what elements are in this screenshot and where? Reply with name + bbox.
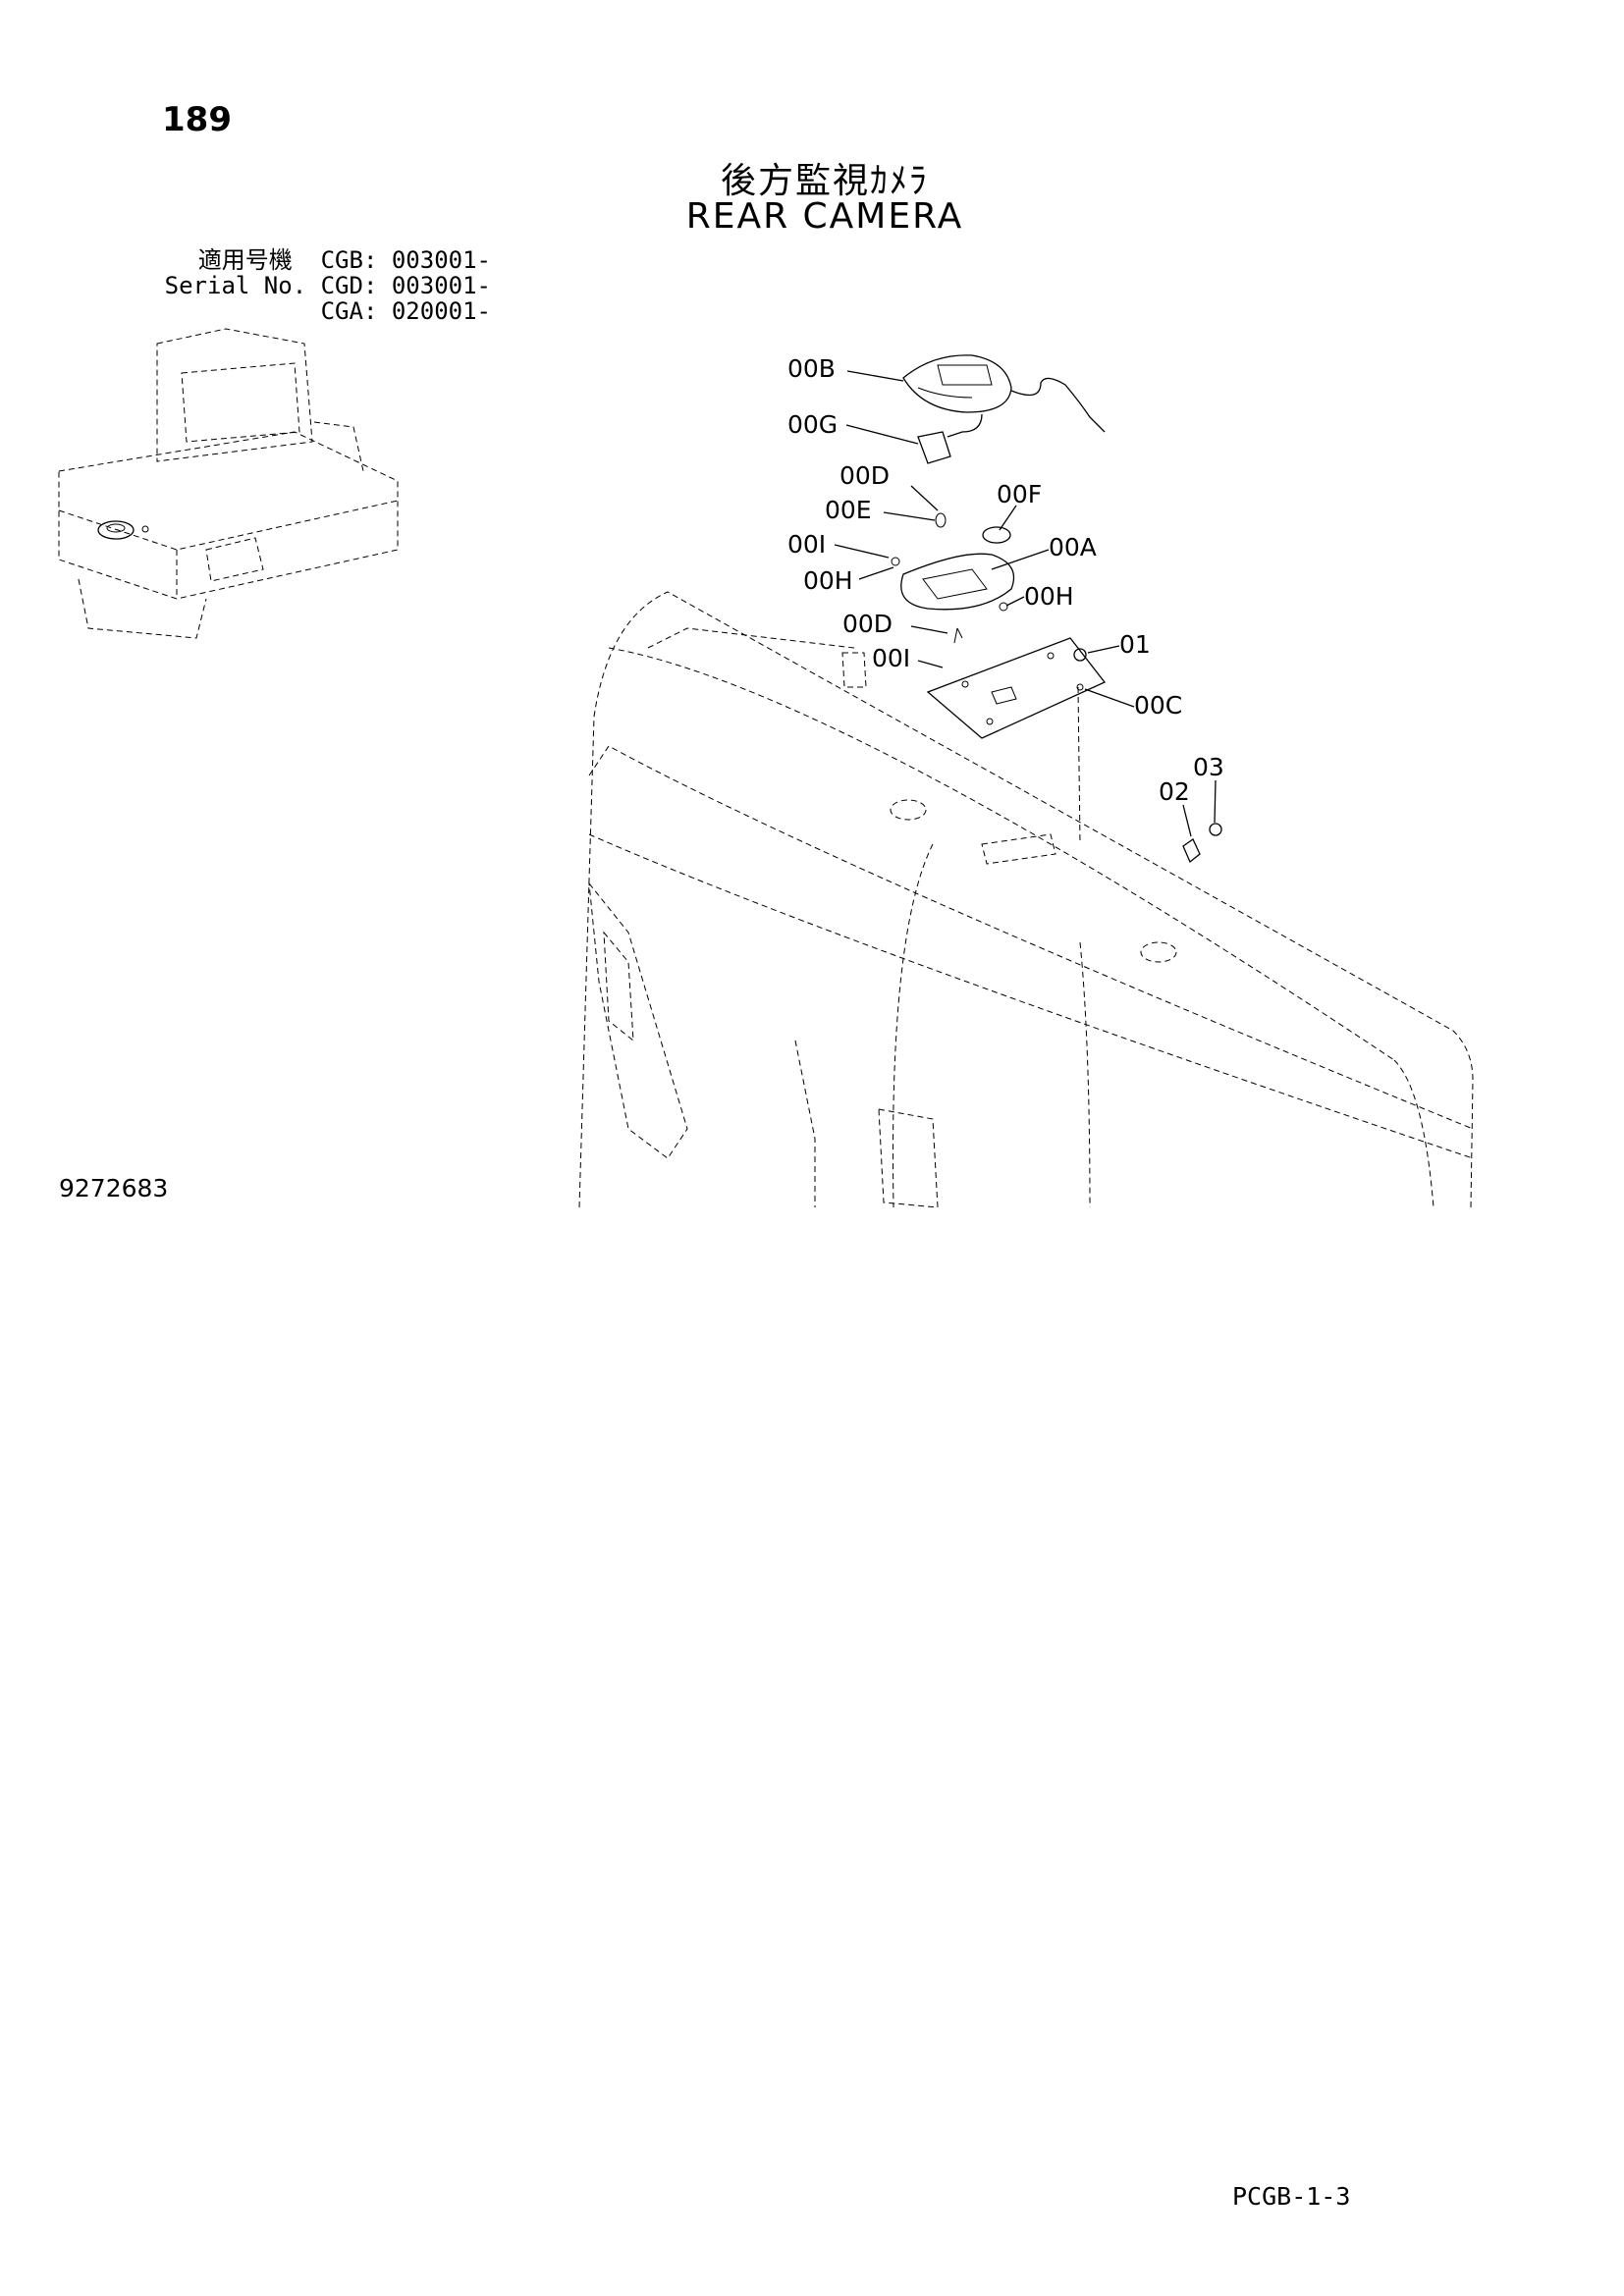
callout-00A: 00A xyxy=(1049,533,1097,561)
serial-ja-label: 適用号機 xyxy=(197,246,293,274)
callout-00B: 00B xyxy=(787,354,836,383)
callout-00H-left: 00H xyxy=(803,566,853,595)
counterweight-outline xyxy=(578,591,1474,1208)
mounting-plate xyxy=(926,637,1222,864)
callout-00I-lower: 00I xyxy=(872,644,910,672)
serial-2: CGA: 020001- xyxy=(320,297,491,325)
serial-block: 適用号機 CGB: 003001- Serial No. CGD: 003001… xyxy=(147,247,491,324)
callout-00G: 00G xyxy=(787,410,838,439)
callout-02: 02 xyxy=(1159,777,1190,806)
callout-labels: 00B 00G 00D 00E 00F 00I 00A 00H 00H 00D … xyxy=(787,354,1224,806)
callout-00F: 00F xyxy=(997,480,1042,508)
title-japanese: 後方監視ｶﾒﾗ xyxy=(720,161,929,201)
camera-unit xyxy=(902,354,1106,464)
excavator-locator-thumbnail xyxy=(58,328,399,639)
leader-lines xyxy=(834,370,1217,837)
callout-00H-right: 00H xyxy=(1024,582,1074,611)
callout-00I-upper: 00I xyxy=(787,530,826,559)
serial-1: CGD: 003001- xyxy=(320,272,491,299)
document-number: 9272683 xyxy=(59,1174,169,1202)
camera-bracket xyxy=(891,512,1015,644)
callout-00C: 00C xyxy=(1134,691,1182,720)
callout-01: 01 xyxy=(1119,630,1151,659)
callout-00D-lower: 00D xyxy=(842,610,893,638)
serial-0: CGB: 003001- xyxy=(320,246,491,274)
callout-00E: 00E xyxy=(825,496,872,524)
callout-03: 03 xyxy=(1193,753,1224,781)
title-english: REAR CAMERA xyxy=(685,196,964,237)
page-number: 189 xyxy=(162,100,232,139)
serial-en-label: Serial No. xyxy=(164,272,307,299)
callout-00D-upper: 00D xyxy=(839,461,890,490)
page-code: PCGB-1-3 xyxy=(1232,2182,1351,2211)
